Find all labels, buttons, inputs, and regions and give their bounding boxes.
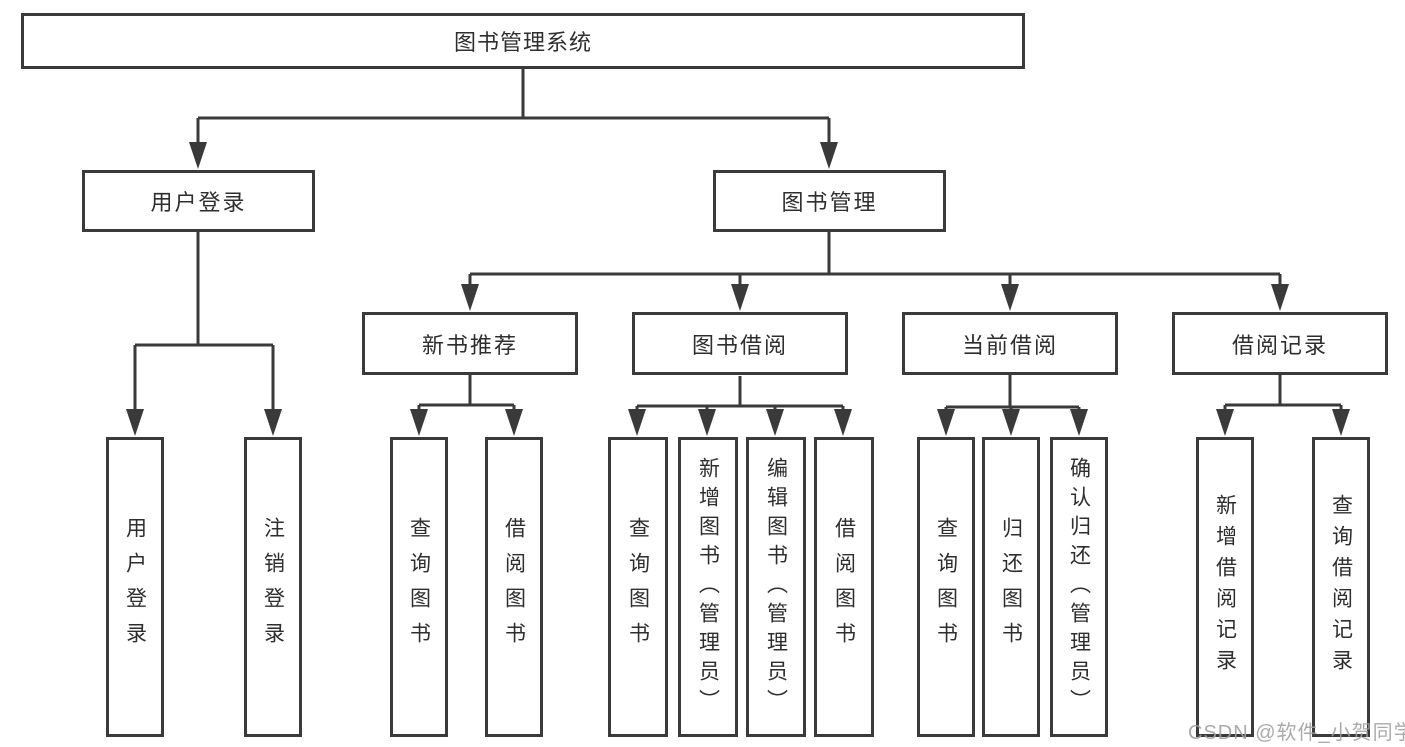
leaf-borrow-books-recommend: 借阅图书 [485,437,543,737]
connector-borrow-to-leaves [628,376,852,436]
node-new-book-recommend: 新书推荐 [362,312,578,375]
node-label: 查询图书 [407,517,431,657]
node-label: 编辑图书（管理员） [764,456,788,718]
arrow-down-icon [264,409,282,436]
arrow-down-icon [505,409,523,436]
node-label: 图书借阅 [691,332,788,358]
node-book-borrow: 图书借阅 [632,312,848,375]
node-label: 注销登录 [261,517,285,657]
node-label: 借阅图书 [502,517,526,657]
connector-recommend-to-leaves [410,375,523,436]
node-root-system: 图书管理系统 [21,13,1025,69]
node-label: 图书管理 [781,190,878,215]
arrow-down-icon [834,409,852,436]
arrow-down-icon [1216,409,1234,436]
arrow-down-icon [461,284,479,311]
leaf-logout: 注销登录 [244,437,302,737]
leaf-query-borrow-record: 查询借阅记录 [1312,437,1370,737]
arrow-down-icon [731,284,749,311]
node-user-login: 用户登录 [82,170,315,232]
connector-records-to-leaves [1216,375,1350,436]
node-label: 新增图书（管理员） [696,456,720,718]
node-label: 图书管理系统 [453,30,592,55]
node-label: 借阅记录 [1231,332,1328,358]
connector-management-to-level2 [461,232,1289,311]
arrow-down-icon [698,409,716,436]
arrow-down-icon [1001,284,1019,311]
node-label: 用户登录 [150,190,247,215]
node-label: 查询借阅记录 [1329,494,1353,680]
leaf-add-borrow-record: 新增借阅记录 [1196,437,1254,737]
node-borrow-records: 借阅记录 [1172,312,1388,375]
leaf-return-books: 归还图书 [982,437,1040,737]
node-label: 借阅图书 [832,517,856,657]
node-label: 当前借阅 [961,332,1058,358]
node-label: 确认归还（管理员） [1067,456,1091,718]
node-label: 归还图书 [999,517,1023,657]
arrow-down-icon [126,409,144,436]
leaf-user-login: 用户登录 [106,437,164,737]
node-label: 新增借阅记录 [1213,494,1237,680]
node-label: 新书推荐 [421,332,518,358]
leaf-borrow-books: 借阅图书 [814,437,874,737]
leaf-edit-books-admin: 编辑图书（管理员） [746,437,806,737]
arrow-down-icon [820,142,838,169]
arrow-down-icon [766,409,784,436]
node-book-management: 图书管理 [713,170,946,232]
arrow-down-icon [410,409,428,436]
arrow-down-icon [628,409,646,436]
node-label: 查询图书 [626,517,650,657]
csdn-watermark: CSDN @软件_小贺同学 [1188,722,1405,744]
leaf-query-books-current: 查询图书 [917,437,975,737]
arrow-down-icon [189,142,207,169]
arrow-down-icon [1332,409,1350,436]
leaf-query-books-recommend: 查询图书 [390,437,448,737]
leaf-confirm-return-admin: 确认归还（管理员） [1050,437,1108,737]
arrow-down-icon [1271,284,1289,311]
leaf-add-books-admin: 新增图书（管理员） [678,437,738,737]
node-label: 用户登录 [123,517,147,657]
connector-root-to-level1 [189,69,838,169]
arrow-down-icon [1002,409,1020,436]
node-label: 查询图书 [934,517,958,657]
leaf-query-books-borrow: 查询图书 [608,437,668,737]
arrow-down-icon [1070,409,1088,436]
connector-login-to-leaves [126,232,282,436]
node-current-borrow: 当前借阅 [902,312,1118,375]
connector-current-to-leaves [937,375,1088,436]
arrow-down-icon [937,409,955,436]
